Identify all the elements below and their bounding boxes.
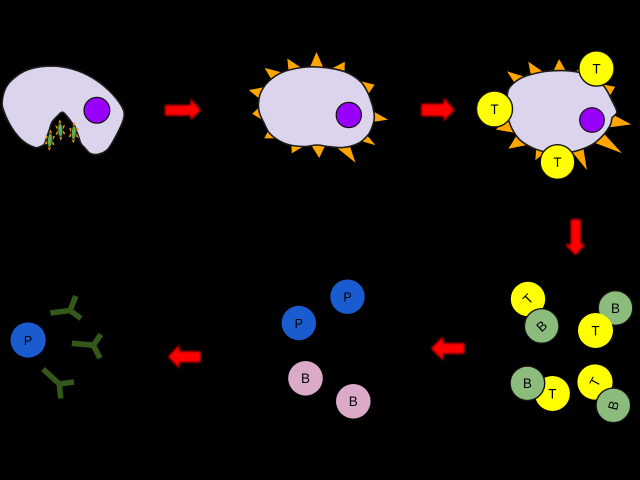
svg-text:P: P bbox=[24, 334, 32, 348]
svg-text:B: B bbox=[349, 394, 358, 409]
svg-text:B: B bbox=[611, 301, 620, 316]
svg-text:T: T bbox=[553, 155, 561, 170]
svg-text:T: T bbox=[592, 61, 600, 76]
svg-text:T: T bbox=[591, 323, 599, 338]
svg-text:B: B bbox=[605, 399, 622, 412]
svg-text:T: T bbox=[490, 102, 498, 117]
svg-text:B: B bbox=[523, 376, 532, 391]
svg-text:B: B bbox=[301, 371, 310, 386]
svg-text:T: T bbox=[548, 386, 556, 401]
svg-text:P: P bbox=[343, 291, 351, 305]
svg-text:P: P bbox=[295, 317, 303, 331]
